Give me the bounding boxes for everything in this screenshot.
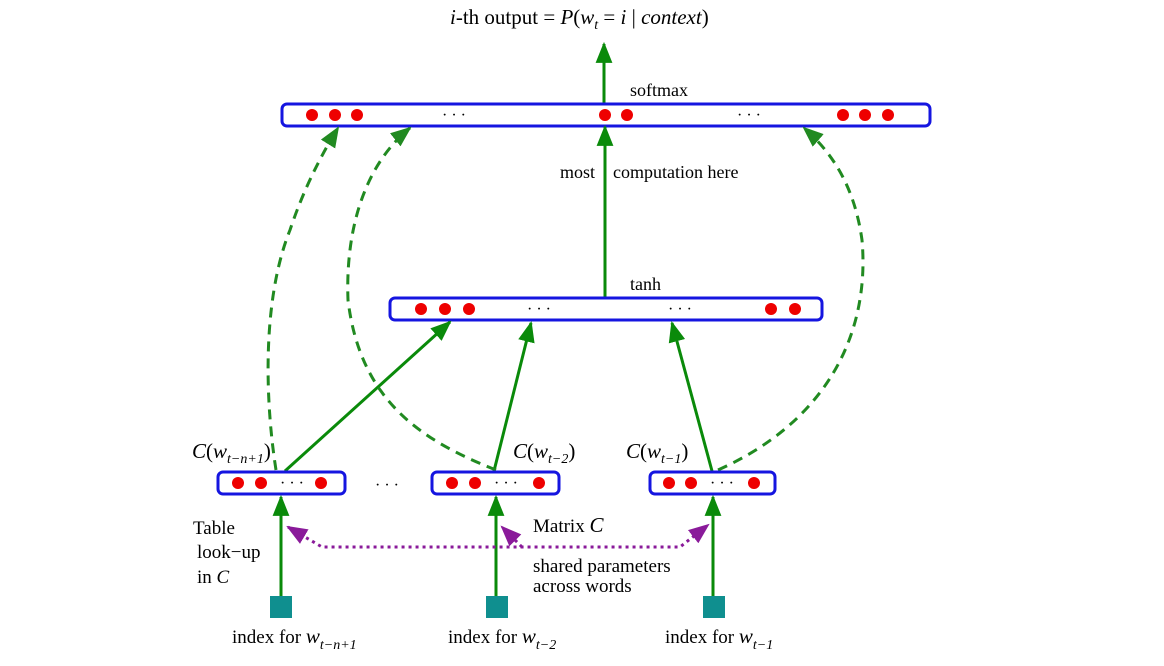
embedding-label-3: C(wt−1) xyxy=(626,439,688,467)
tanh-ellipsis-left: · · · xyxy=(527,301,551,318)
neuron-dot xyxy=(621,109,633,121)
neuron-dot xyxy=(685,477,697,489)
neuron-dot xyxy=(415,303,427,315)
neuron-dot xyxy=(463,303,475,315)
shared-parameters-line-2: across words xyxy=(533,576,632,597)
softmax-layer: · · · · · · softmax xyxy=(280,80,932,128)
neuron-dot xyxy=(232,477,244,489)
index-label-3: index for wt−1 xyxy=(665,624,773,653)
word-index-square-3 xyxy=(703,596,725,618)
table-lookup-line-2: look−up xyxy=(197,542,261,563)
matrix-c-label: Matrix C xyxy=(533,513,604,537)
skip-connection-1 xyxy=(266,126,340,471)
skip-connection-2 xyxy=(346,126,497,472)
embedding-ellipsis: · · · xyxy=(710,475,734,492)
neuron-dot xyxy=(859,109,871,121)
index-label-2: index for wt−2 xyxy=(448,624,556,653)
embedding-to-hidden-arrow-1 xyxy=(283,320,452,473)
tanh-label: tanh xyxy=(630,274,661,294)
neuron-dot xyxy=(599,109,611,121)
neuron-dot xyxy=(446,477,458,489)
neuron-dot xyxy=(306,109,318,121)
tanh-layer: · · · · · · tanh xyxy=(388,274,824,322)
skip-connection-3 xyxy=(717,126,865,472)
tanh-box xyxy=(388,296,824,322)
neuron-dot xyxy=(837,109,849,121)
embedding-ellipsis: · · · xyxy=(280,475,304,492)
embedding-box-3 xyxy=(648,470,777,496)
neuron-dot xyxy=(748,477,760,489)
table-lookup-line-3: in C xyxy=(197,567,230,588)
embedding-to-hidden-arrow-2 xyxy=(492,320,535,472)
embedding-to-hidden-arrow-3 xyxy=(668,320,714,472)
neuron-dot xyxy=(439,303,451,315)
tanh-ellipsis-right: · · · xyxy=(668,301,692,318)
shared-parameters-line-mid xyxy=(500,525,524,549)
between-embeddings-ellipsis: · · · xyxy=(375,477,399,494)
softmax-ellipsis-left: · · · xyxy=(442,107,466,124)
shared-parameters-line-1: shared parameters xyxy=(533,556,671,577)
embedding-1: · · · xyxy=(216,470,347,496)
embedding-2: · · · xyxy=(430,470,561,496)
embedding-label-2: C(wt−2) xyxy=(513,439,575,467)
shared-parameters-line xyxy=(286,523,710,549)
neuron-dot xyxy=(469,477,481,489)
output-title: i-th output = P(wt = i | context) xyxy=(450,5,709,33)
embedding-ellipsis: · · · xyxy=(494,475,518,492)
index-label-1: index for wt−n+1 xyxy=(232,624,357,653)
embedding-3: · · · xyxy=(648,470,777,496)
neuron-dot xyxy=(765,303,777,315)
embedding-box-2 xyxy=(430,470,561,496)
word-index-square-1 xyxy=(270,596,292,618)
table-lookup-line-1: Table xyxy=(193,518,235,539)
neuron-dot xyxy=(351,109,363,121)
most-label: most xyxy=(560,162,595,182)
word-index-square-2 xyxy=(486,596,508,618)
neuron-dot xyxy=(663,477,675,489)
computation-label: computation here xyxy=(613,162,738,182)
neuron-dot xyxy=(882,109,894,121)
embedding-label-1: C(wt−n+1) xyxy=(192,439,271,467)
neuron-dot xyxy=(329,109,341,121)
neuron-dot xyxy=(789,303,801,315)
neuron-dot xyxy=(315,477,327,489)
softmax-ellipsis-right: · · · xyxy=(737,107,761,124)
softmax-label: softmax xyxy=(630,80,688,100)
neuron-dot xyxy=(533,477,545,489)
embedding-box-1 xyxy=(216,470,347,496)
neuron-dot xyxy=(255,477,267,489)
